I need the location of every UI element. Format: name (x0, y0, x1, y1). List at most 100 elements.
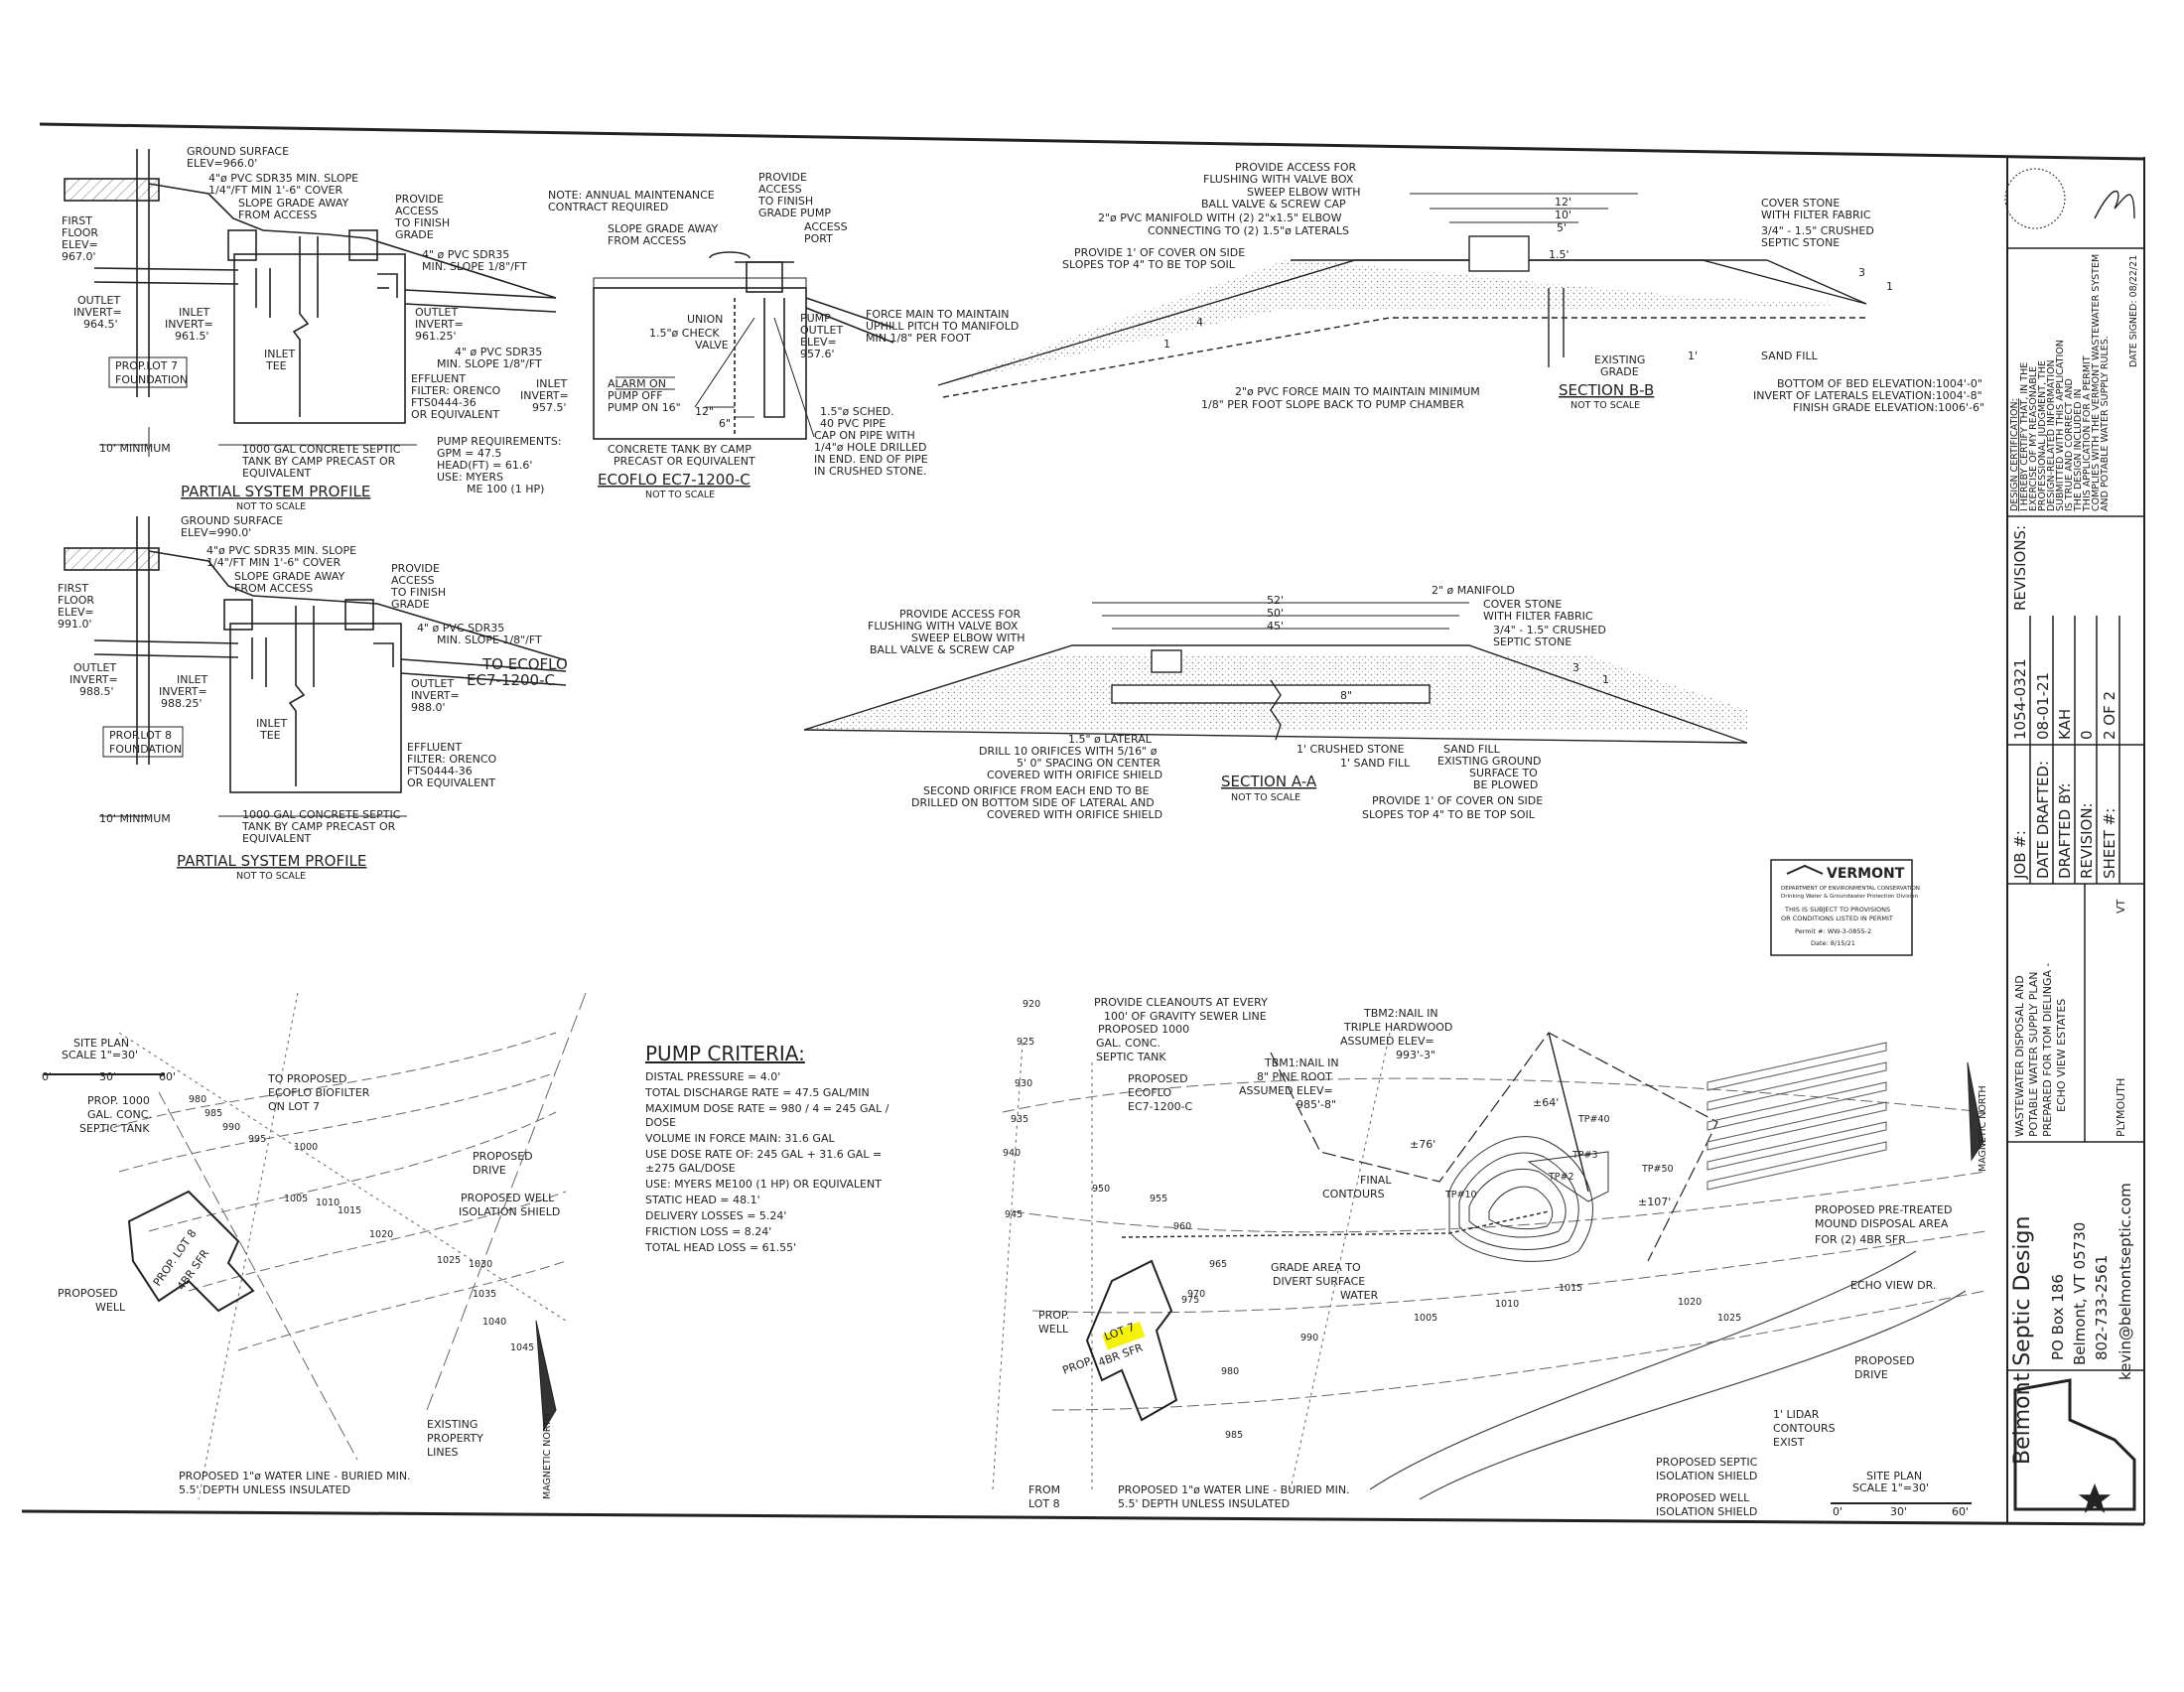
sr-contours-2: CONTOURS (1322, 1188, 1385, 1200)
sl-well-1: PROPOSED (58, 1287, 118, 1300)
sr-tp-3: TP#3 (1571, 1150, 1598, 1161)
partial-system-profile-lot8 (64, 516, 567, 817)
tb-project-3: PREPARED FOR TOM DIELINGA - (2041, 962, 2054, 1137)
sr-septic-1: PROPOSED 1000 (1098, 1023, 1189, 1036)
p8-floor-1: FIRST (58, 582, 88, 595)
mountain-icon (1786, 864, 1824, 875)
eco-check-1: 1.5"ø CHECK (649, 327, 720, 340)
sa-lateral-5: SECOND ORIFICE FROM EACH END TO BE (923, 784, 1150, 797)
eco-pipe-1: 4" ø PVC SDR35 (455, 346, 542, 358)
sl-ecoflo-1: TO PROPOSED (267, 1072, 347, 1085)
sr-water-1: PROPOSED 1"ø WATER LINE - BURIED MIN. (1118, 1483, 1350, 1496)
p8-outlet-tank-2: INVERT= (411, 689, 460, 702)
pc-line-2: TOTAL DISCHARGE RATE = 47.5 GAL/MIN (644, 1086, 870, 1099)
sb-elev-2: INVERT OF LATERALS ELEVATION:1004'-8" (1753, 389, 1982, 402)
sr-drive-2: DRIVE (1854, 1368, 1888, 1381)
ecoflo-detail (593, 251, 894, 440)
section-aa-labels: PROVIDE ACCESS FOR FLUSHING WITH VALVE B… (868, 584, 1609, 821)
sa-sand-4: BE PLOWED (1473, 778, 1538, 791)
eco-check-2: VALVE (695, 339, 729, 352)
eco-access-1: PROVIDE (758, 171, 807, 184)
tb-signed: DATE SIGNED: 08/22/21 (2128, 255, 2139, 367)
eco-alarm-2: PUMP OFF (608, 389, 663, 402)
tb-cert-2: EXERCISE OF MY REASONABLE (2028, 366, 2039, 511)
sl-ecoflo-3: ON LOT 7 (268, 1100, 320, 1113)
p8-floor-3: ELEV= (58, 606, 94, 619)
eco-sched-6: IN CRUSHED STONE. (814, 465, 927, 478)
p7-access-1: PROVIDE (395, 193, 444, 206)
p7-pipe-in-1: 4"ø PVC SDR35 MIN. SLOPE (208, 172, 358, 185)
sb-existing-1: EXISTING (1594, 353, 1645, 366)
sa-stone-4: SEPTIC STONE (1493, 635, 1571, 648)
p7-floor-1: FIRST (62, 214, 92, 227)
p8-effluent-3: FTS0444-36 (407, 765, 473, 777)
sb-cover-2: SLOPES TOP 4" TO BE TOP SOIL (1062, 258, 1236, 271)
p8-access-2: ACCESS (391, 574, 435, 587)
sr-well-1: PROP. (1038, 1309, 1069, 1322)
pc-line-8: USE: MYERS ME100 (1 HP) OR EQUIVALENT (645, 1178, 882, 1191)
sb-ratio-1b: 1 (1163, 338, 1170, 351)
sr-mound-1: PROPOSED PRE-TREATED (1815, 1203, 1952, 1216)
sr-well-2: WELL (1038, 1323, 1069, 1336)
sl-tick-60: 60' (159, 1070, 176, 1083)
tb-field-label-1: JOB #: (2011, 830, 2029, 880)
sb-dim-1: 1' (1688, 350, 1698, 362)
sl-north: MAGNETIC NORTH (542, 1413, 553, 1499)
profile-lot7-labels: GROUND SURFACE ELEV=966.0' 4"ø PVC SDR35… (62, 145, 527, 512)
sb-title: SECTION B-B (1559, 381, 1654, 399)
sl-drive-2: DRIVE (473, 1164, 506, 1177)
p8-tee-1: INLET (256, 717, 288, 730)
sr-dim-76: ±76' (1410, 1138, 1435, 1151)
sr-c-950: 950 (1092, 1184, 1110, 1195)
tb-cert-5: SUBMITTED WITH THIS APPLICATION (2055, 340, 2066, 511)
p8-pipe-out-1: 4" ø PVC SDR35 (417, 622, 504, 634)
sb-sand: SAND FILL (1761, 350, 1819, 362)
sr-c-920: 920 (1023, 999, 1040, 1010)
sr-echo: ECHO VIEW DR. (1850, 1279, 1936, 1292)
eco-alarm-1: ALARM ON (608, 377, 666, 390)
sa-dim-45: 45' (1267, 620, 1284, 633)
ecoflo-labels: NOTE: ANNUAL MAINTENANCE CONTRACT REQUIR… (437, 171, 1019, 500)
sr-north: MAGNETIC NORTH (1978, 1085, 1988, 1172)
sb-manifold-2: CONNECTING TO (2) 1.5"ø LATERALS (1148, 224, 1349, 237)
sr-septic-shield-1: PROPOSED SEPTIC (1656, 1456, 1758, 1469)
sl-shield-1: PROPOSED WELL (461, 1192, 555, 1204)
sb-stone-3: 3/4" - 1.5" CRUSHED (1761, 224, 1874, 237)
p8-access-1: PROVIDE (391, 562, 440, 575)
sr-c-965: 965 (1209, 1259, 1227, 1270)
sr-tp-50: TP#50 (1641, 1164, 1674, 1175)
p7-outlet-tank-3: 961.25' (415, 330, 457, 343)
sl-contour-995: 995 (248, 1134, 266, 1145)
stamp-date: Date: 8/15/21 (1811, 939, 1855, 947)
sa-sand-thin: 1' SAND FILL (1340, 757, 1411, 770)
eco-title: ECOFLO EC7-1200-C (598, 471, 751, 489)
p8-foundation-2: FOUNDATION (109, 743, 182, 756)
sr-tick-60: 60' (1952, 1505, 1969, 1518)
profile-lot8-labels: GROUND SURFACE ELEV=990.0' 4"ø PVC SDR35… (58, 514, 568, 882)
eco-sched-2: 40 PVC PIPE (820, 417, 886, 430)
sa-dim-52: 52' (1267, 594, 1284, 607)
sa-dim-50: 50' (1267, 607, 1284, 620)
p7-inlet-3: 961.5' (175, 330, 209, 343)
sr-c-1015: 1015 (1559, 1283, 1582, 1294)
sb-ratio-3: 3 (1858, 266, 1865, 279)
sr-tbm2-3: ASSUMED ELEV= (1340, 1035, 1434, 1048)
sr-c-945: 945 (1005, 1209, 1023, 1220)
p7-effluent-3: FTS0444-36 (411, 396, 477, 409)
sl-contour-1015: 1015 (338, 1205, 361, 1216)
sl-contour-990: 990 (222, 1122, 240, 1133)
eco-note-1: NOTE: ANNUAL MAINTENANCE (548, 189, 715, 202)
p7-outlet-house-3: 964.5' (83, 318, 118, 331)
tb-field-label-5: SHEET #: (2101, 808, 2118, 879)
sa-ratio-3: 3 (1572, 661, 1579, 674)
p8-ground-2: ELEV=990.0' (181, 526, 251, 539)
stamp-sub2: Drinking Water & Groundwater Protection … (1781, 894, 1919, 900)
p7-outlet-tank-2: INVERT= (415, 318, 464, 331)
pc-title: PUMP CRITERIA: (645, 1042, 805, 1065)
p8-tank-3: EQUIVALENT (242, 832, 312, 845)
tb-field-value-4: 0 (2078, 730, 2096, 740)
eco-pump-req-2: GPM = 47.5 (437, 447, 501, 460)
p7-tank-3: EQUIVALENT (242, 467, 312, 480)
p8-outlet-house-1: OUTLET (73, 661, 117, 674)
sl-contour-980: 980 (189, 1094, 206, 1105)
